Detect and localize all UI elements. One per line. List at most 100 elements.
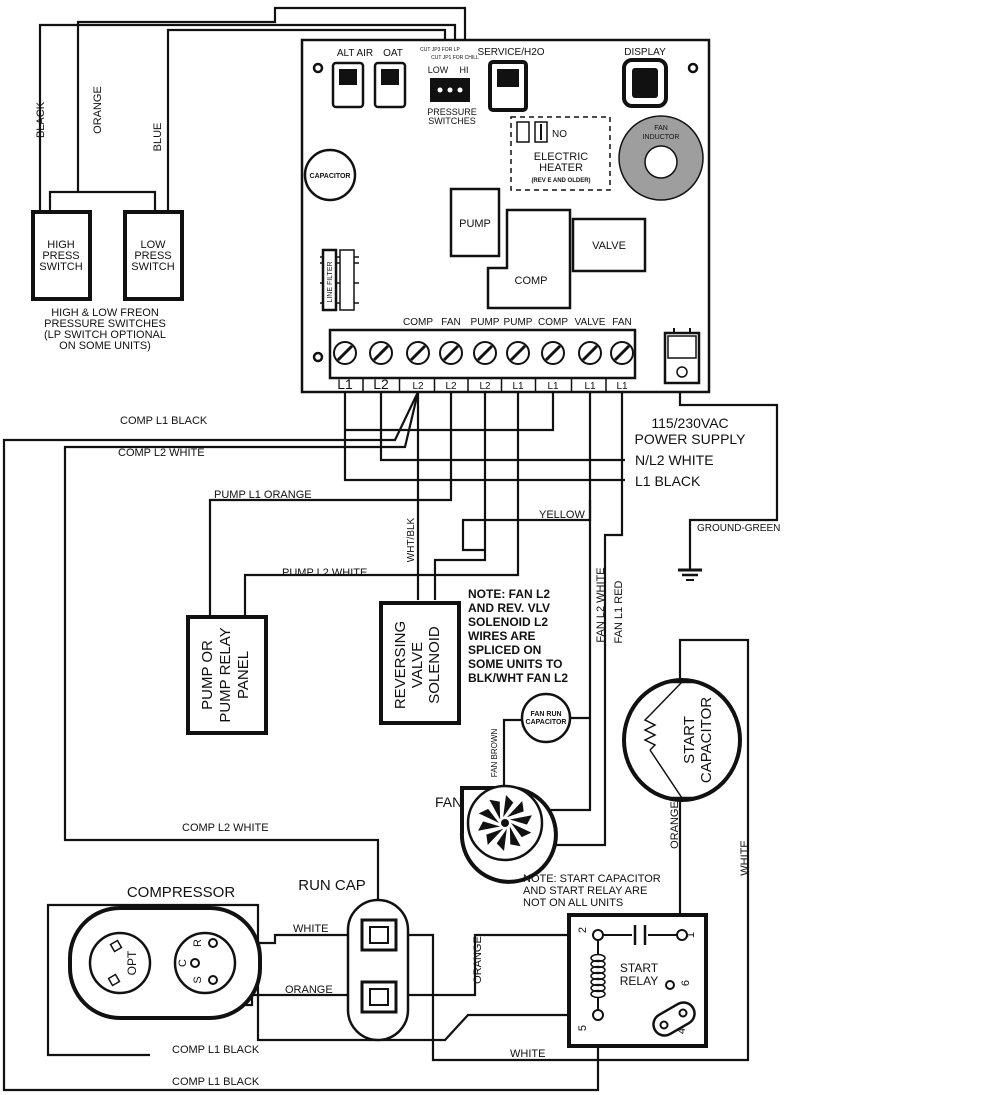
mount-hole [312, 62, 324, 74]
terminal-screw-slot [336, 344, 354, 362]
valve-relay [571, 217, 647, 273]
connector-pin [339, 69, 357, 85]
rev-valve-label-2: VALVE [409, 642, 426, 688]
fan-blade [503, 795, 514, 818]
coil-loop [590, 977, 606, 987]
fan-blade [506, 800, 524, 818]
wire-pump-l2-white [243, 392, 520, 620]
terminal-top-label: COMP [538, 317, 568, 328]
line-filter: LINE FILTER [320, 248, 359, 312]
fan-note-4: WIRES ARE [468, 629, 536, 643]
wire-labels: COMP L1 BLACK COMP L2 WHITE PUMP L1 ORAN… [118, 415, 751, 1088]
oat-label: OAT [383, 48, 403, 59]
mount-hole [312, 351, 324, 363]
orange-wire-label: ORANGE [92, 86, 104, 134]
run-capacitor: RUN CAP [298, 877, 410, 1042]
connector-pin [497, 69, 519, 87]
fan-note: NOTE: FAN L2 AND REV. VLV SOLENOID L2 WI… [468, 587, 568, 685]
terminal-screw-slot [409, 344, 427, 362]
fan-blade [489, 799, 501, 820]
wire-comp-l1-jumper [345, 392, 555, 432]
start-cap-label-1: START [681, 716, 698, 764]
fan-label: FAN [435, 794, 462, 810]
wire-black [38, 23, 457, 212]
cut-jp1-label: CUT JP1 FOR CHILL [431, 55, 479, 61]
rev-valve-label-3: SOLENOID [426, 626, 443, 704]
high-label-1: HIGH [47, 239, 75, 251]
terminal-bottom-label: L1 [337, 376, 353, 392]
connector-pin [381, 69, 399, 85]
fan-blade [496, 828, 507, 851]
orange-run-cap-label: ORANGE [285, 984, 333, 996]
terminal-screw-slot [509, 344, 527, 362]
start-cap-label-2: CAPACITOR [698, 697, 715, 783]
black-wire-label: BLACK [35, 101, 47, 138]
start-relay-label-2: RELAY [620, 974, 658, 988]
wire-pump-l1-orange [208, 392, 453, 620]
pump-panel-label-2: PUMP RELAY [217, 627, 234, 722]
fan-inductor-label-1: FAN [654, 125, 668, 132]
comp-relay-label: COMP [515, 275, 548, 287]
terminal-screw-slot [372, 344, 390, 362]
wire-fan-l2-white [545, 500, 592, 812]
ground-label: GROUND-GREEN [697, 523, 780, 534]
coil-loop [590, 959, 606, 969]
comp-relay [486, 208, 572, 310]
pump-relay [449, 187, 501, 258]
terminal-screw-slot [544, 344, 562, 362]
blue-wire-label: BLUE [152, 123, 164, 152]
high-label-3: SWITCH [39, 261, 82, 273]
fan-inductor-label-2: INDUCTOR [643, 134, 680, 141]
fan-l2-white-label: FAN L2 WHITE [595, 567, 607, 642]
wire-comp-l2-white [63, 391, 420, 920]
opt-label: OPT [125, 950, 139, 975]
coil-loop [590, 953, 606, 963]
start-relay-label-1: START [620, 961, 659, 975]
wire-valve-l2 [433, 392, 487, 600]
fan-blades-icon [478, 795, 532, 851]
white-bottom-label: WHITE [510, 1048, 545, 1060]
pump-l2-white-label: PUMP L2 WHITE [282, 567, 367, 579]
compressor: COMPRESSOR OPT R C S [68, 884, 262, 1020]
fan-blade [509, 826, 521, 847]
l1-label: L1 BLACK [635, 473, 701, 489]
ground-icon [678, 568, 702, 581]
hi-label: HI [460, 65, 469, 75]
fan-note-2: AND REV. VLV [468, 601, 550, 615]
coil-loop [590, 971, 606, 981]
display-label: DISPLAY [624, 47, 666, 58]
terminal-bottom-label: L2 [373, 376, 389, 392]
terminal-screw-slot [613, 344, 631, 362]
service-h2o-label: SERVICE/H2O [477, 47, 544, 58]
cut-jp3-label: CUT JP3 FOR LP [420, 47, 460, 53]
white-run-cap-label: WHITE [293, 923, 328, 935]
terminal-screw-slot [581, 344, 599, 362]
terminal-top-label: COMP [403, 317, 433, 328]
wire-white-start-relay [405, 638, 750, 1062]
terminal-bottom-label: L1 [616, 381, 628, 392]
white-start-cap-label: WHITE [739, 840, 751, 875]
comp-l1-black-label-outer: COMP L1 BLACK [172, 1076, 260, 1088]
switch-caption-4: ON SOME UNITS) [59, 340, 151, 352]
comp-l2-white-label-top: COMP L2 WHITE [118, 447, 205, 459]
header-pin [457, 87, 463, 93]
switch-caption-1: HIGH & LOW FREON [51, 307, 159, 319]
start-relay: 2 1 5 6 4 START RELAY [567, 913, 708, 1048]
terminal-screw-slot [442, 344, 460, 362]
pressure-switches: BLACK ORANGE BLUE HIGH PRESS SWITCH LOW … [31, 86, 184, 352]
heater-label: HEATER [539, 162, 583, 174]
terminal-top-label: FAN [441, 317, 460, 328]
wire-orange [76, 6, 467, 192]
fan-brown-label: FAN BROWN [490, 729, 499, 778]
fan-note-3: SOLENOID L2 [468, 615, 548, 629]
start-note-1: NOTE: START CAPACITOR [523, 873, 661, 885]
header-pin [447, 87, 453, 93]
fan-l1-red-label: FAN L1 RED [613, 580, 625, 643]
n-l2-label: N/L2 WHITE [635, 452, 714, 468]
fan-note-5: SPLICED ON [468, 643, 541, 657]
compressor-label: COMPRESSOR [127, 884, 236, 901]
mount-hole [687, 62, 699, 74]
low-label: LOW [428, 65, 449, 75]
fan-blade [478, 821, 501, 831]
opt-protector [88, 931, 152, 995]
